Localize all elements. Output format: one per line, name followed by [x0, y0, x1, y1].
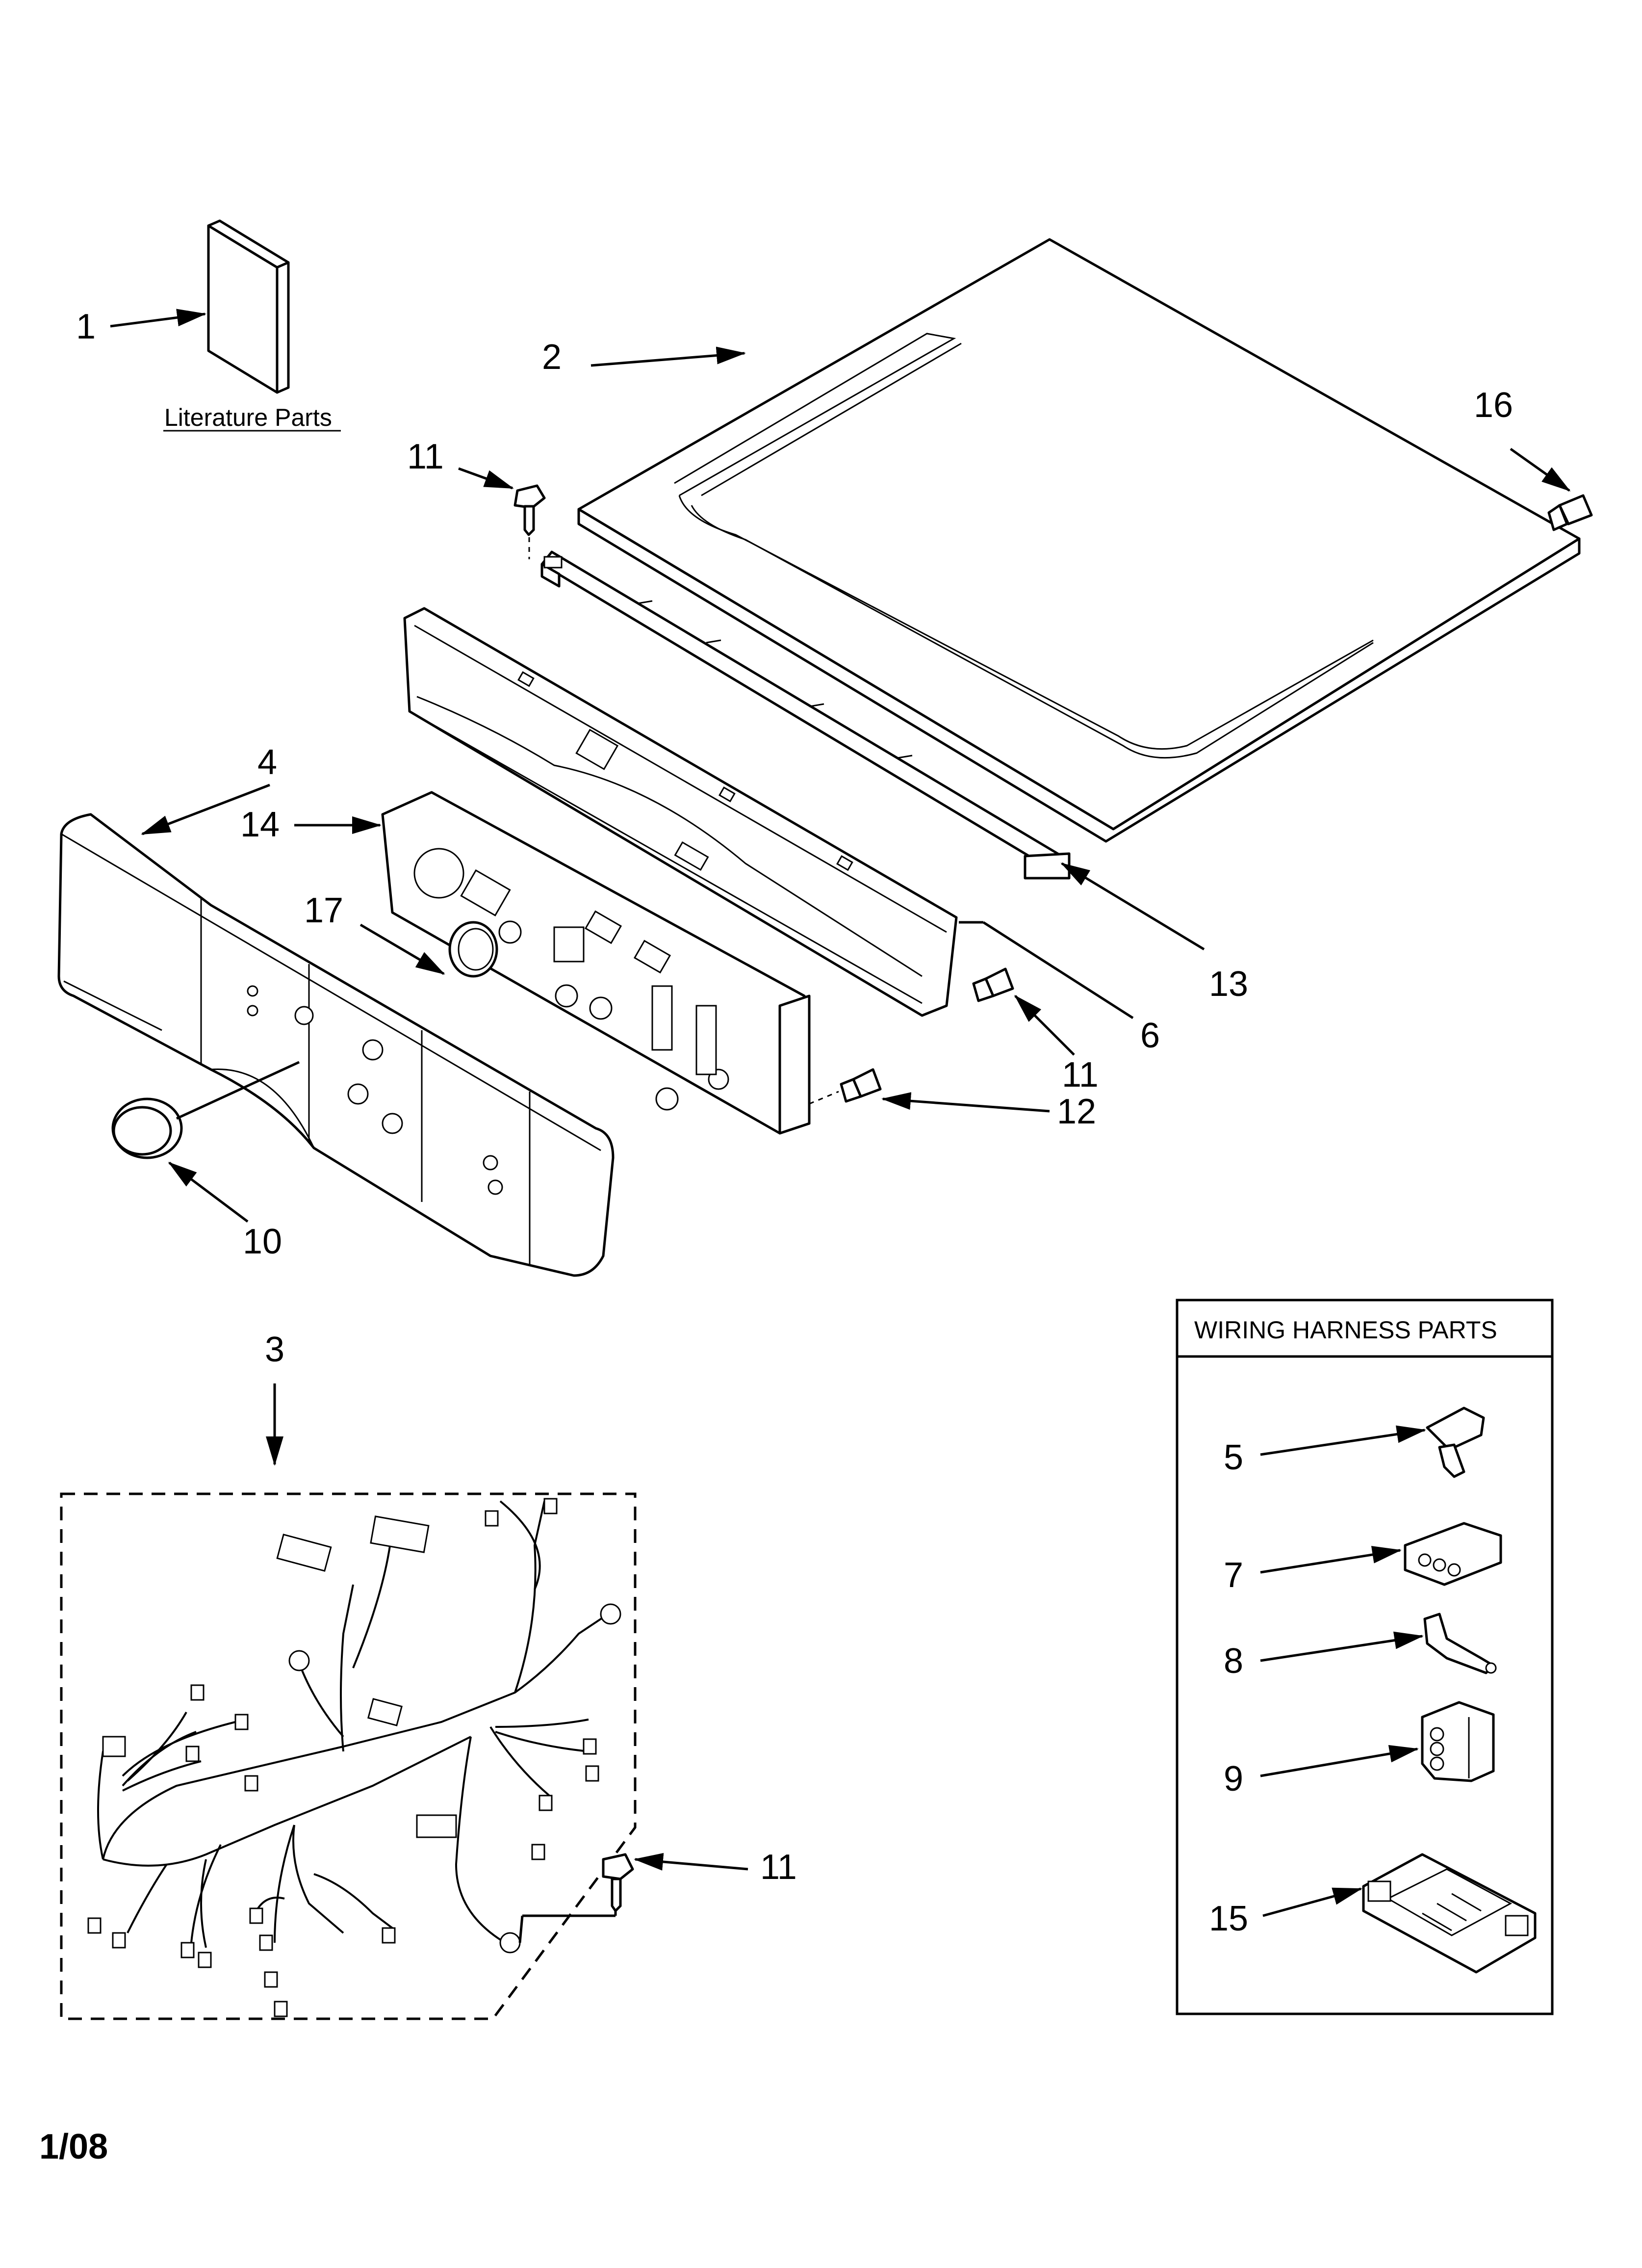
literature-parts-label: Literature Parts: [164, 404, 332, 431]
knob-ring-17-part: [448, 921, 498, 978]
callout-16-leader: [1510, 447, 1571, 492]
callout-5: 5: [1224, 1438, 1243, 1477]
bracket-rail-13-part: [540, 550, 1071, 880]
callout-8: 8: [1224, 1642, 1243, 1681]
callout-13: 13: [1209, 965, 1248, 1004]
screw-11-top-part: [513, 484, 546, 559]
callout-10-leader: [168, 1162, 249, 1223]
harness-parts-frame: [1176, 1299, 1554, 2015]
callout-1-leader: [110, 309, 206, 328]
callout-2: 2: [542, 338, 562, 377]
wiring-harness-parts-box: WIRING HARNESS PARTS 5 7 8: [1176, 1299, 1554, 2015]
callout-11-middle: 11: [1062, 1055, 1099, 1095]
callout-11-bottom: 11: [760, 1848, 797, 1887]
wiring-harness-boundary: [60, 1492, 637, 2020]
callout-17: 17: [304, 891, 343, 930]
callout-9: 9: [1224, 1759, 1243, 1799]
callout-7-leader: [1260, 1546, 1402, 1574]
console-frame-6-part: [403, 607, 958, 1017]
callout-2-leader: [590, 346, 746, 367]
wiring-harness-3-part: [87, 1498, 621, 2017]
connector-7-part: [1404, 1522, 1502, 1586]
callout-3: 3: [265, 1330, 284, 1369]
connector-housing-15-part: [1362, 1853, 1537, 1974]
callout-6-leader: [982, 921, 1134, 1019]
callout-14: 14: [240, 805, 280, 844]
callout-11-middle-leader: [1014, 994, 1075, 1056]
screw-11-middle-part: [972, 967, 1014, 1002]
callout-6: 6: [1140, 1016, 1160, 1055]
callout-5-leader: [1260, 1425, 1426, 1456]
clip-5-part: [1426, 1407, 1485, 1478]
callout-11-top: 11: [407, 437, 444, 476]
callout-4: 4: [257, 743, 277, 782]
control-board-14-part: [381, 791, 811, 1135]
callout-17-leader: [359, 923, 445, 975]
screw-12-part: [809, 1068, 882, 1105]
screw-16-part: [1547, 494, 1593, 531]
callout-12: 12: [1057, 1092, 1096, 1131]
callout-11-bottom-leader: [634, 1853, 748, 1871]
console-front-4-part: [57, 813, 615, 1277]
callout-16: 16: [1474, 386, 1513, 425]
callout-4-leader: [141, 783, 270, 835]
top-panel-part: [577, 238, 1581, 843]
callout-15-leader: [1262, 1887, 1362, 1917]
callout-13-leader: [1060, 862, 1205, 951]
literature-booklet-part: [207, 219, 290, 394]
harness-parts-title: WIRING HARNESS PARTS: [1194, 1316, 1497, 1344]
callout-10: 10: [243, 1222, 282, 1261]
connector-9-part: [1421, 1701, 1495, 1782]
callout-15: 15: [1209, 1899, 1248, 1938]
callout-12-leader: [881, 1092, 1050, 1113]
callout-7: 7: [1224, 1556, 1243, 1595]
knob-10-part: [111, 1061, 300, 1159]
callout-8-leader: [1260, 1631, 1424, 1662]
screw-11-bottom-part: [602, 1853, 634, 1912]
terminal-8-part: [1423, 1613, 1497, 1674]
callout-11-top-leader: [458, 467, 514, 490]
callout-9-leader: [1260, 1745, 1419, 1777]
callout-1: 1: [76, 307, 96, 346]
date-code: 1/08: [39, 2127, 108, 2166]
